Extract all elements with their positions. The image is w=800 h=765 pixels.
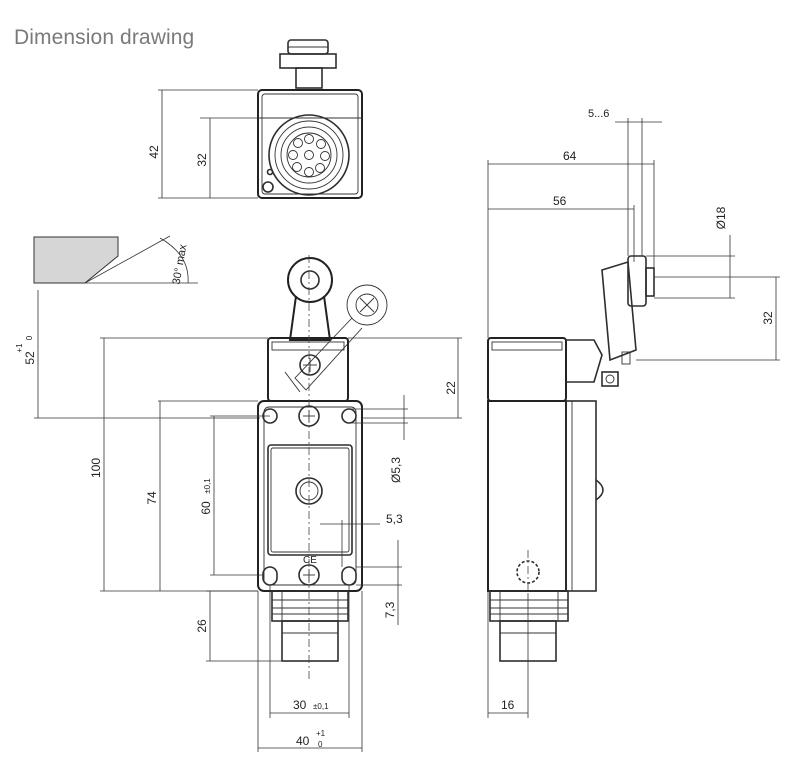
dim-body-width-tol-top: +1 (316, 729, 326, 738)
dim-hole-width: 30 (293, 698, 307, 712)
dim-side-offset: 5...6 (588, 108, 609, 120)
dim-slot-width: 5,3 (386, 512, 403, 526)
front-dimensions: 100 74 60 ±0,1 22 Ø5,3 5,3 7,3 26 (89, 337, 462, 752)
dim-top-height: 42 (147, 145, 161, 159)
dim-conduit-length: 26 (195, 619, 209, 633)
dim-lever-angle: 30° max (171, 243, 190, 285)
dim-hole-width-tol: ±0,1 (313, 702, 329, 711)
lever-angle-detail: 30° max 52 +1 0 (15, 235, 260, 419)
dim-hole-diameter: Ø5,3 (389, 457, 403, 483)
dim-roller-diameter: Ø18 (714, 206, 728, 229)
side-view (487, 255, 655, 662)
dim-overall-height: 100 (89, 458, 103, 478)
svg-text:+1: +1 (15, 343, 24, 353)
dim-hole-spacing-tol: ±0,1 (203, 478, 212, 494)
svg-text:0: 0 (25, 335, 34, 340)
dim-body-height: 74 (145, 491, 159, 505)
side-dimensions: 5...6 64 56 Ø18 32 16 (487, 108, 780, 718)
dim-roller-height: 32 (761, 311, 775, 325)
dim-top-inner: 32 (195, 153, 209, 167)
dim-body-width: 40 (296, 734, 310, 748)
dim-side-width-64: 64 (563, 149, 577, 163)
dim-hole-spacing: 60 (199, 501, 213, 515)
dim-side-width-56: 56 (553, 194, 567, 208)
page-title: Dimension drawing (14, 26, 195, 49)
dim-lever-travel: 52 (23, 351, 37, 365)
dim-roller-offset: 22 (444, 381, 458, 395)
top-view: 42 32 (147, 39, 363, 199)
svg-text:CE: CE (303, 555, 317, 566)
dim-body-width-tol-bot: 0 (318, 740, 323, 749)
front-view: CE (257, 255, 388, 680)
dim-hole-edge: 7,3 (383, 601, 397, 618)
dim-side-depth: 16 (501, 698, 515, 712)
